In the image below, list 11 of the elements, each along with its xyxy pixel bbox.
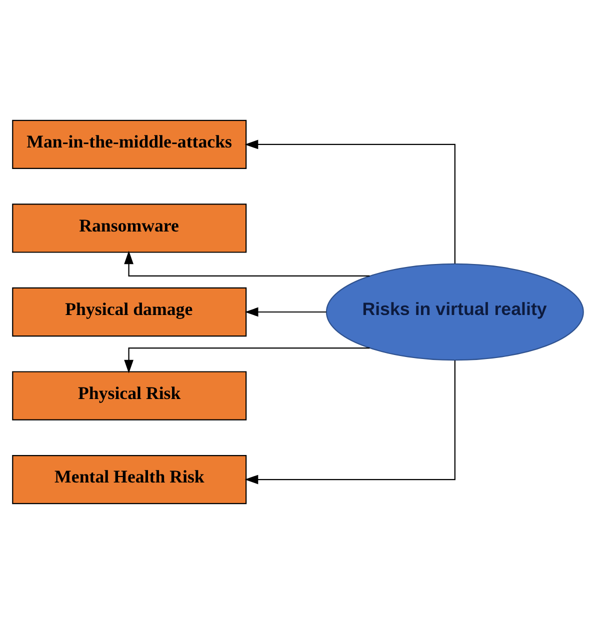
arrow	[124, 346, 370, 373]
arrow	[244, 360, 456, 484]
arrow	[124, 250, 370, 276]
node-box: Physical damage	[12, 286, 247, 336]
node-box: Ransomware	[12, 203, 247, 252]
node-ellipse: Risks in virtual reality	[326, 262, 584, 360]
arrow	[244, 139, 456, 264]
arrow	[244, 306, 326, 316]
node-box: Mental Health Risk	[12, 454, 247, 504]
node-box: Man-in-the-middle-attacks	[12, 119, 247, 169]
node-box: Physical Risk	[12, 370, 247, 420]
